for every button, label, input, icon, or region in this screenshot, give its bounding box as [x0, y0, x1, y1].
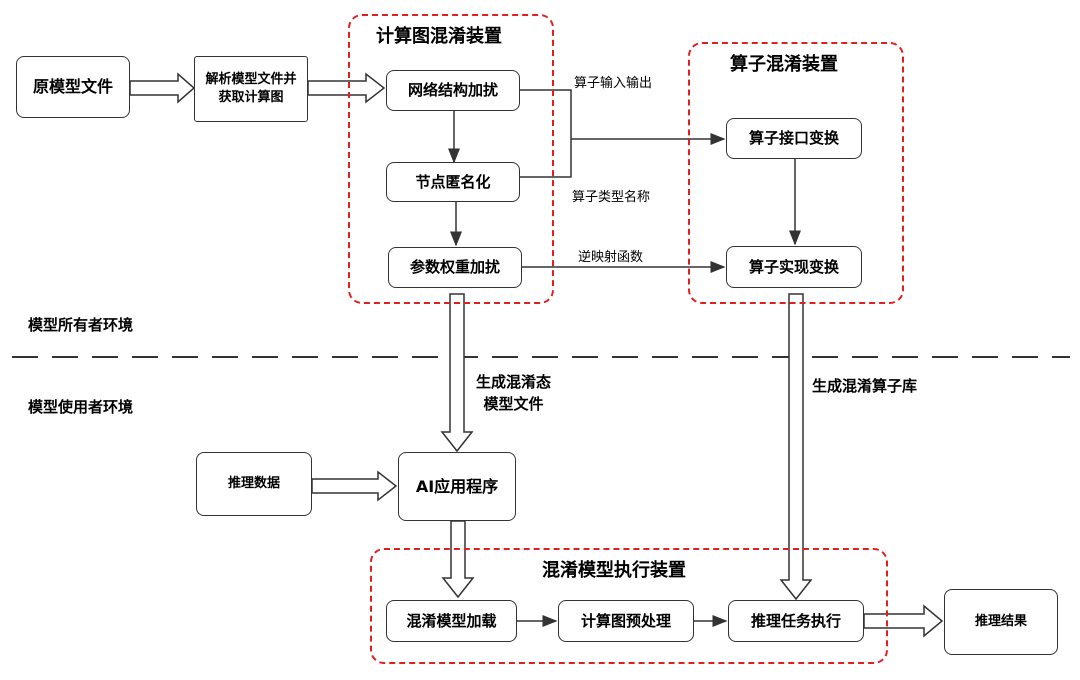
label-generate-model: 生成混淆态 模型文件	[476, 373, 552, 413]
label-op-io: 算子输入输出	[574, 76, 653, 91]
source-model-box: 原模型文件	[16, 56, 130, 118]
inference-exec-box: 推理任务执行	[728, 600, 864, 642]
arrow-parse-to-network	[307, 72, 386, 104]
inference-data-box: 推理数据	[196, 452, 312, 516]
graph-preprocess-box: 计算图预处理	[558, 600, 694, 642]
arrow-source-to-parse	[129, 72, 196, 104]
arrow-exec-to-result	[863, 604, 944, 638]
op-interface-box: 算子接口变换	[726, 118, 862, 159]
arrow-generate-oplib	[779, 293, 813, 601]
parse-model-box: 解析模型文件并 获取计算图	[194, 56, 308, 122]
inference-result-box: 推理结果	[944, 589, 1058, 655]
arrow-generate-model	[440, 293, 474, 453]
zone-owner-env: 模型所有者环境	[28, 316, 134, 334]
op-impl-box: 算子实现变换	[726, 246, 862, 288]
group-graph-obfuscation	[348, 14, 554, 304]
weight-perturb-box: 参数权重加扰	[388, 247, 522, 288]
model-load-box: 混淆模型加载	[386, 600, 517, 642]
arrow-app-to-load	[441, 520, 475, 599]
label-op-type-name: 算子类型名称	[572, 190, 651, 205]
group-op-obfuscation	[688, 42, 904, 304]
label-inverse-map: 逆映射函数	[578, 250, 644, 265]
group-title-model-execution: 混淆模型执行装置	[542, 560, 686, 581]
group-model-execution	[370, 548, 888, 664]
arrow-data-to-app	[311, 470, 398, 502]
group-title-graph-obfuscation: 计算图混淆装置	[376, 26, 502, 47]
network-perturb-box: 网络结构加扰	[386, 70, 520, 111]
label-generate-oplib: 生成混淆算子库	[812, 377, 918, 395]
connector-op-io	[520, 89, 572, 178]
node-anonymize-box: 节点匿名化	[386, 162, 520, 202]
zone-user-env: 模型使用者环境	[28, 398, 134, 416]
group-title-op-obfuscation: 算子混淆装置	[730, 54, 838, 75]
ai-app-box: AI应用程序	[398, 452, 516, 521]
